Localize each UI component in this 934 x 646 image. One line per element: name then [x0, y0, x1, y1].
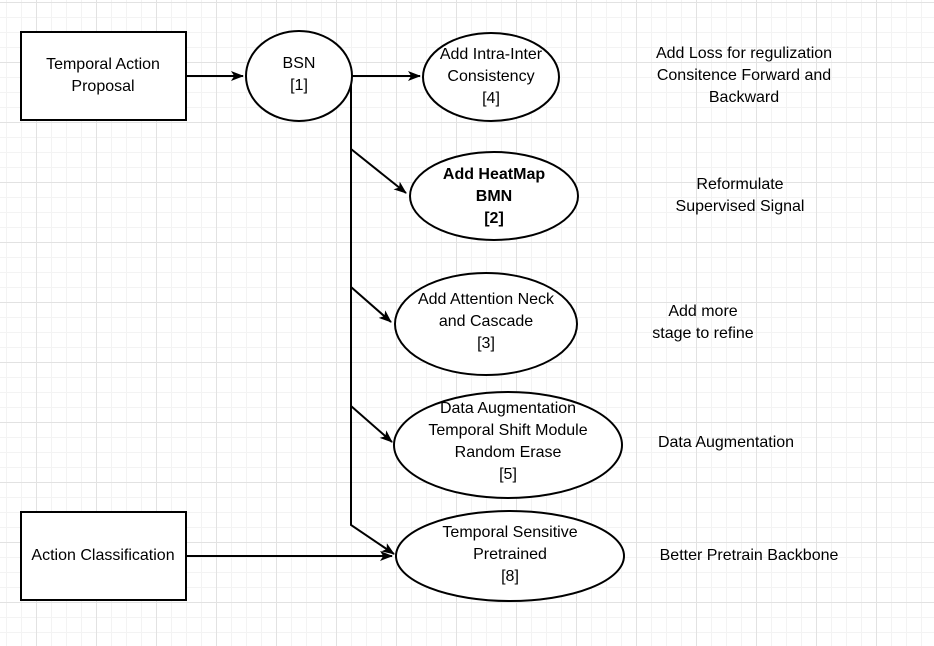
edge-trunk-to-heatmap	[350, 148, 407, 194]
intra-inter-consistency-ellipse	[422, 32, 560, 122]
node-heatmap-bmn-label: Add HeatMap BMN [2]	[442, 166, 546, 227]
annotation-loss-regularization: Add Loss for regulization Consitence For…	[655, 45, 833, 106]
node-action-classification-label: Action Classification	[31, 547, 175, 564]
edge-trunk-to-data-augmentation	[350, 405, 393, 443]
data-augmentation-ellipse	[393, 391, 623, 499]
action-classification-box	[20, 511, 187, 601]
annotation-more-stages: Add more stage to refine	[652, 303, 754, 342]
edge-trunk-to-attention	[350, 286, 392, 323]
annotation-better-backbone: Better Pretrain Backbone	[659, 547, 839, 564]
node-attention-neck-cascade-label: Add Attention Neck and Cascade [3]	[417, 291, 555, 352]
node-data-augmentation-tsm-label: Data Augmentation Temporal Shift Module …	[428, 400, 588, 483]
bsn-ellipse	[245, 30, 353, 122]
heatmap-bmn-ellipse	[409, 151, 579, 241]
node-bsn-label: BSN [1]	[282, 55, 316, 94]
temporal-action-proposal-box	[20, 31, 187, 121]
temporal-sensitive-pretrained-ellipse	[395, 510, 625, 602]
node-intra-inter-consistency-label: Add Intra-Inter Consistency [4]	[439, 46, 543, 107]
edge-trunk-to-pretrained	[350, 77, 395, 555]
annotation-data-augmentation: Data Augmentation	[657, 434, 795, 451]
node-temporal-sensitive-pretrained-label: Temporal Sensitive Pretrained [8]	[442, 524, 578, 585]
annotation-reformulate-signal: Reformulate Supervised Signal	[675, 176, 805, 215]
attention-neck-cascade-ellipse	[394, 272, 578, 376]
node-temporal-action-proposal-label: Temporal Action Proposal	[46, 56, 160, 95]
